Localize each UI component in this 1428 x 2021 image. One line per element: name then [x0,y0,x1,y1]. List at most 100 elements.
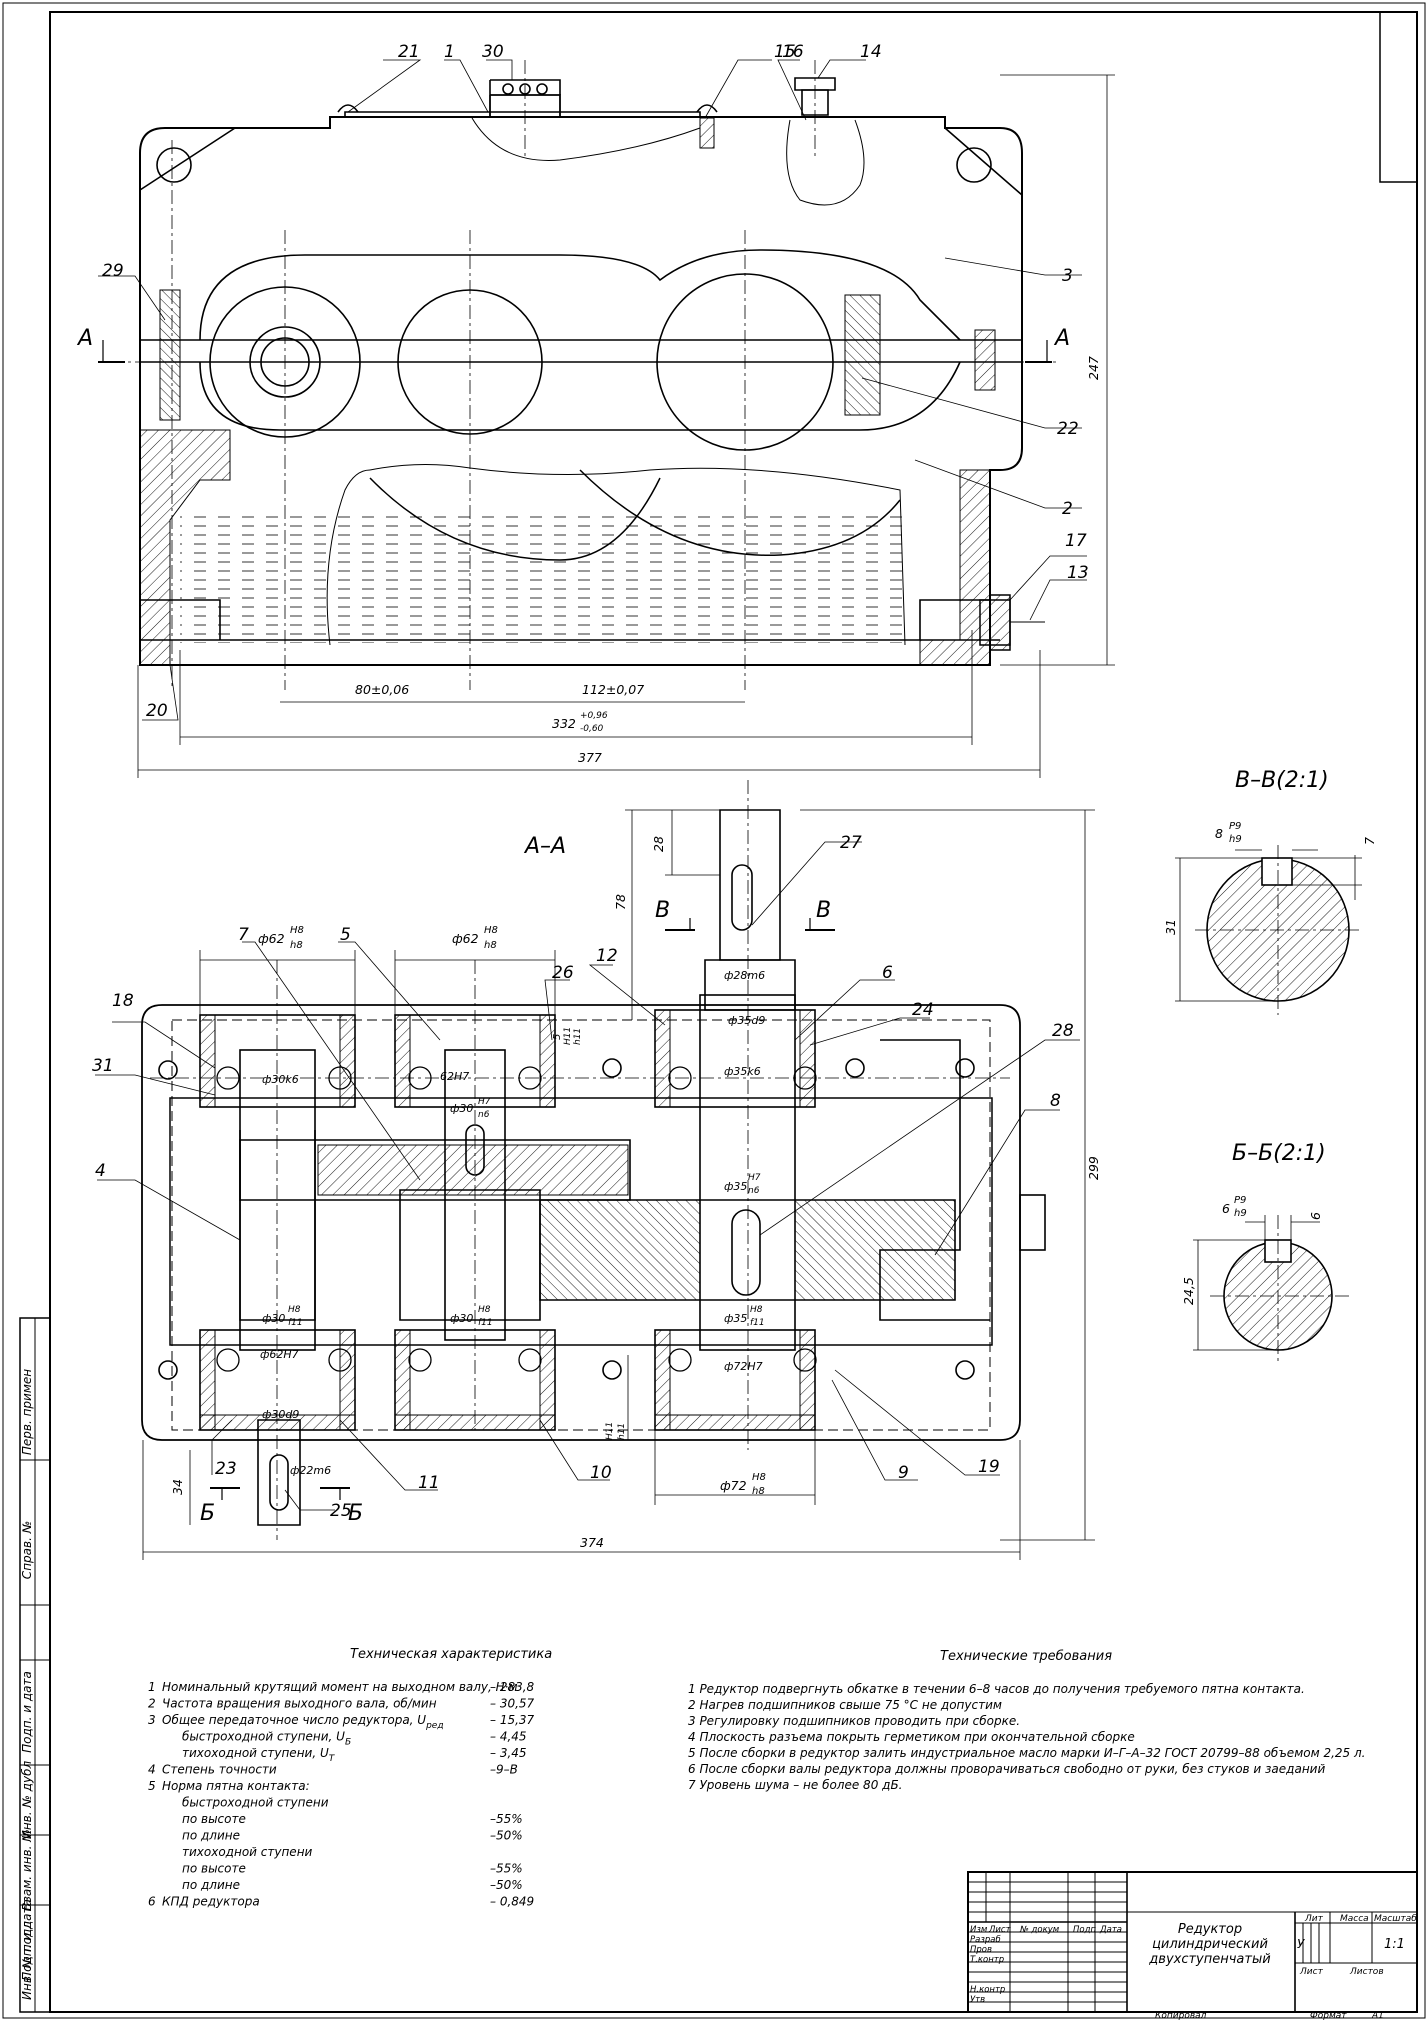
dim-label: 28 [651,836,666,852]
leader-number: 26 [552,963,574,983]
tech-req-item: 5 После сборки в редуктор залить индустр… [688,1746,1365,1760]
dim-label: ф35k6 [724,1065,761,1078]
tech-char-num: 1 [148,1680,156,1694]
drain-plug [979,594,1045,651]
tech-char-text: Норма пятна контакта: [162,1779,310,1793]
section-letter: Б [348,1501,363,1526]
stamp-col-head: Лист [988,1925,1012,1935]
leader-number: 28 [1052,1021,1074,1041]
tech-char-num: 2 [148,1697,156,1711]
leader-number: 25 [330,1501,352,1521]
tech-char-num: 5 [148,1779,156,1793]
dim-label: H8 [290,925,304,936]
tech-req-title: Технические требования [940,1649,1112,1664]
leader-number: 24 [912,1000,934,1020]
leader-number: 30 [482,42,504,62]
dim-label: P9 [1234,1195,1246,1206]
stamp-row: Разраб [970,1935,1001,1945]
section-aa-hatching [199,1009,956,1431]
tech-req-item: 7 Уровень шума – не более 80 дБ. [688,1778,903,1792]
section-bb [1193,1215,1350,1365]
dim-label: n6 [748,1186,760,1196]
leader-number: 12 [596,946,618,966]
side-strip-label: Подп. и дата [20,1671,34,1753]
tech-char-text: Частота вращения выходного вала, об/мин [162,1697,437,1711]
dim-label: 247 [1086,356,1101,380]
front-view-centerlines [110,60,1060,690]
section-title-aa: А–А [523,834,566,859]
leader-number: 5 [340,925,351,945]
dim-label: -0,60 [580,724,604,734]
stamp-format-value: А1 [1371,2011,1384,2021]
tech-char-value: –50% [490,1878,523,1892]
stamp-scale: 1:1 [1384,1937,1405,1952]
tech-char-title: Техническая характеристика [350,1647,552,1662]
section-letter: А [1053,326,1070,351]
tech-req-item: 1 Редуктор подвергнуть обкатке в течении… [688,1682,1305,1696]
stamp-row: Утв [970,1995,985,2005]
leader-number: 29 [102,261,124,281]
front-view-leaders [98,59,1087,721]
side-strip-label: Справ. № [20,1521,34,1579]
leader-number: 4 [95,1161,106,1181]
dim-label: 374 [580,1535,604,1550]
dim-label: ф72H7 [724,1360,763,1373]
dim-label: 7 [1362,837,1377,845]
tech-char-value: – 0,849 [490,1895,534,1909]
dim-label: 78 [613,894,628,910]
title-block-text: Изм Лист № докум Подп Дата Разраб Пров Т… [970,1914,1417,2021]
stamp-lit: У [1297,1937,1305,1951]
dim-label: f11 [478,1318,493,1328]
tech-char-text: Общее передаточное число редуктора, Uред [162,1713,444,1731]
dim-label: H7 [478,1097,491,1107]
stamp-sheets: Листов [1349,1967,1384,1977]
tech-req-item: 3 Регулировку подшипников проводить при … [688,1714,1020,1728]
dim-label: H7 [748,1173,761,1183]
tech-char-num: 3 [148,1713,156,1727]
leader-number: 2 [1062,499,1073,519]
dim-label: H11 [563,1027,573,1045]
section-title-vv: В–В(2:1) [1235,768,1329,793]
tech-char-value: – 15,37 [490,1713,535,1727]
tech-req-item: 6 После сборки валы редуктора должны про… [688,1762,1325,1776]
leader-number: 14 [860,42,882,62]
dim-label: H8 [484,925,498,936]
leader-number: 16 [782,42,804,62]
stamp-col-head: Дата [1099,1925,1122,1935]
side-strip-label: Взам. инв. № [20,1829,34,1910]
leader-number: 22 [1057,419,1079,439]
section-title-bb: Б–Б(2:1) [1232,1141,1326,1166]
dim-label: ф30 [450,1102,473,1115]
dim-label: 112±0,07 [582,682,644,697]
stamp-row: Пров [970,1945,992,1955]
stamp-row: Т.контр [970,1955,1004,1965]
side-strip-label: Перв. примен [20,1369,34,1455]
leader-number: 23 [215,1459,237,1479]
dim-label: ф35d9 [728,1014,765,1027]
section-aa-dimensions [142,809,1095,1560]
dim-label: ф22m6 [290,1464,331,1477]
leader-number: 17 [1065,531,1087,551]
tech-char-text: по высоте [182,1862,246,1876]
dim-label: f11 [750,1318,765,1328]
leader-number: 3 [1062,266,1073,286]
section-vv [1175,845,1362,1015]
section-letter: Б [200,1501,215,1526]
tech-char-value: –55% [490,1812,523,1826]
dim-label: 6 [1222,1201,1230,1216]
dim-label: h8 [752,1486,765,1497]
dim-label: 299 [1086,1156,1101,1180]
stamp-sheet: Лист [1299,1967,1324,1977]
dim-label: f11 [288,1318,303,1328]
stamp-row: Н.контр [970,1985,1005,1995]
dim-label: 5 [552,1034,563,1040]
dim-label: ф62 [452,931,479,946]
tech-char-text: быстроходной ступени, UБ [182,1730,351,1748]
section-letter: В [655,898,670,923]
dim-label: n6 [478,1110,490,1120]
tech-char-value: –55% [490,1862,523,1876]
stamp-mass-head: Масса [1340,1914,1369,1924]
